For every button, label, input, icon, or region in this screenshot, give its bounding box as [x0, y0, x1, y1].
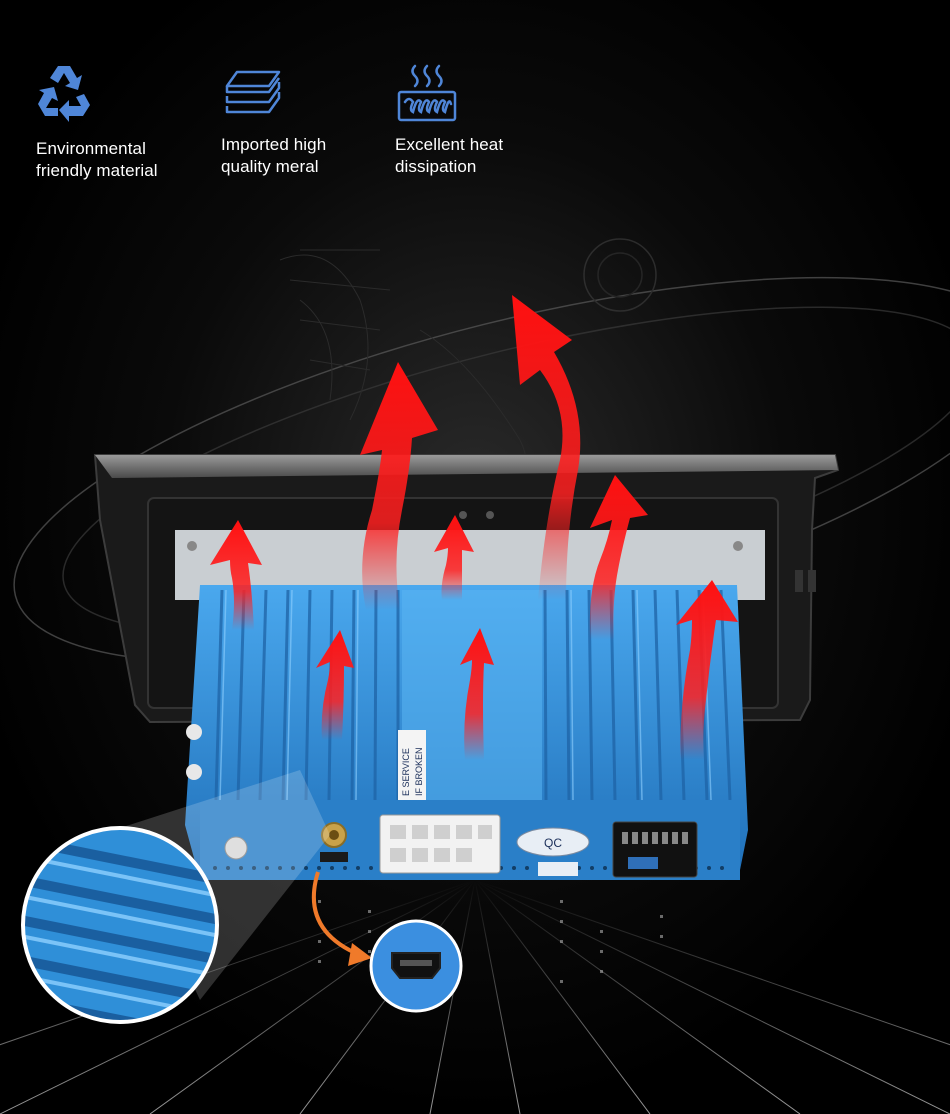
feature-line: dissipation [395, 157, 477, 176]
heat-arrow [360, 362, 438, 610]
svg-text:IF BROKEN: IF BROKEN [414, 747, 424, 796]
wiring-harness-connector [379, 814, 501, 874]
heat-arrow [316, 630, 354, 740]
heat-arrow [589, 475, 648, 640]
qc-sticker: QC [516, 827, 590, 857]
feature-line: Imported high [221, 135, 327, 154]
callout-arrow [311, 871, 372, 966]
heat-arrow [460, 628, 494, 760]
zoom-light-cone [120, 770, 330, 1000]
recycle-icon [38, 66, 90, 122]
svg-text:QC: QC [544, 836, 562, 850]
svg-text:E SERVICE: E SERVICE [401, 748, 411, 796]
feature-imported-metal: Imported high quality meral [221, 62, 326, 178]
feature-line: Excellent heat [395, 135, 504, 154]
feature-line: Environmental [36, 139, 146, 158]
feature-environmental: Environmental friendly material [36, 60, 158, 182]
heat-arrow [512, 295, 581, 600]
heat-arrows [210, 295, 738, 760]
heat-arrow [676, 580, 738, 760]
feature-heat-dissipation: Excellent heat dissipation [395, 62, 503, 178]
feature-line: quality meral [221, 157, 319, 176]
service-sticker: E SERVICE IF BROKEN [398, 730, 426, 800]
layers-icon [225, 70, 281, 114]
feature-line: friendly material [36, 161, 158, 180]
heatsink-zoom-detail [21, 826, 219, 1024]
heat-arrow [434, 515, 474, 600]
hdmi-port-icon [369, 919, 463, 1013]
antenna-connector [320, 822, 348, 862]
heat-arrow [210, 520, 262, 630]
heat-dissipation-icon [397, 64, 457, 122]
